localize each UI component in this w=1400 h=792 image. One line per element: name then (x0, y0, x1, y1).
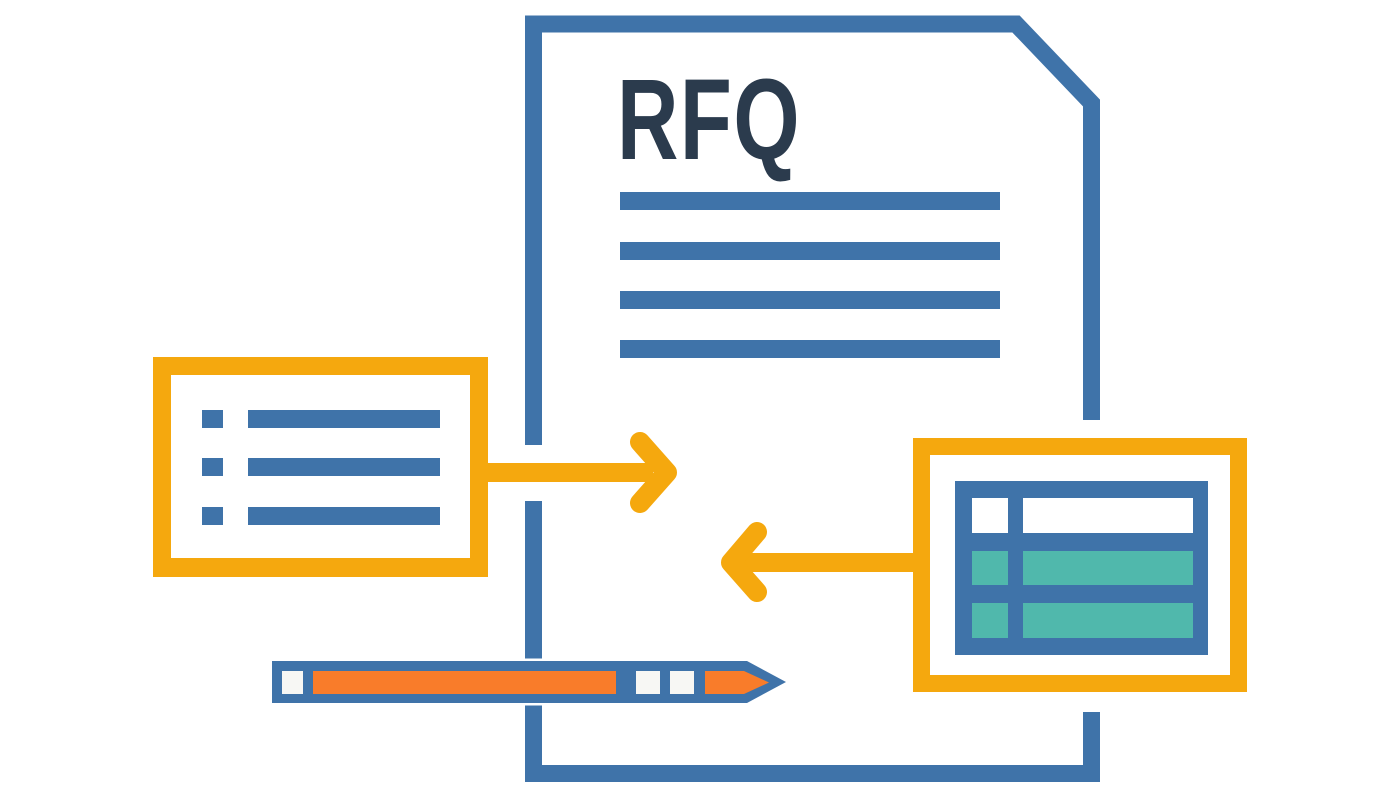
table-data-cell (1023, 603, 1193, 638)
document-outline-lower (525, 501, 1100, 782)
checklist-row (202, 410, 440, 428)
table-data-row (972, 551, 1193, 585)
checklist-row (202, 458, 440, 476)
checklist-rows (202, 410, 440, 525)
table-data-row (972, 603, 1193, 638)
checklist-bullet-icon (202, 410, 223, 428)
document-outline-upper (525, 15, 1100, 445)
checklist-text-bar (248, 410, 440, 428)
table-data-cell (972, 603, 1008, 638)
checklist-text-bar (248, 507, 440, 525)
document-text-line (620, 192, 1000, 210)
checklist-bullet-icon (202, 507, 223, 525)
pencil-body (313, 671, 616, 694)
document-text-line (620, 242, 1000, 260)
pencil-icon (269, 658, 792, 706)
document-text-lines (620, 192, 1000, 358)
arrow-head-right (630, 432, 677, 513)
arrow-stem (487, 463, 653, 482)
checklist-bullet-icon (202, 458, 223, 476)
pencil-band (670, 671, 694, 694)
document-text-line (620, 340, 1000, 358)
document-text-line (620, 291, 1000, 309)
quote-table-card (913, 438, 1247, 692)
table-header-cell (1023, 498, 1193, 533)
rfq-document: RFQ (525, 15, 1100, 782)
checklist-card (153, 357, 488, 577)
pencil-tip (705, 671, 769, 694)
table-header-row (972, 498, 1193, 533)
arrow-stem (744, 553, 913, 572)
arrow-head-left (721, 522, 767, 602)
table-data-cell (1023, 551, 1193, 585)
checklist-row (202, 507, 440, 525)
arrow-checklist-to-document-icon (487, 432, 677, 513)
document-title: RFQ (617, 56, 801, 184)
pencil-eraser (282, 671, 303, 694)
table-data-cell (972, 551, 1008, 585)
table-header-cell (972, 498, 1008, 533)
pencil-band (636, 671, 660, 694)
checklist-text-bar (248, 458, 440, 476)
arrow-table-to-document-icon (721, 522, 913, 602)
